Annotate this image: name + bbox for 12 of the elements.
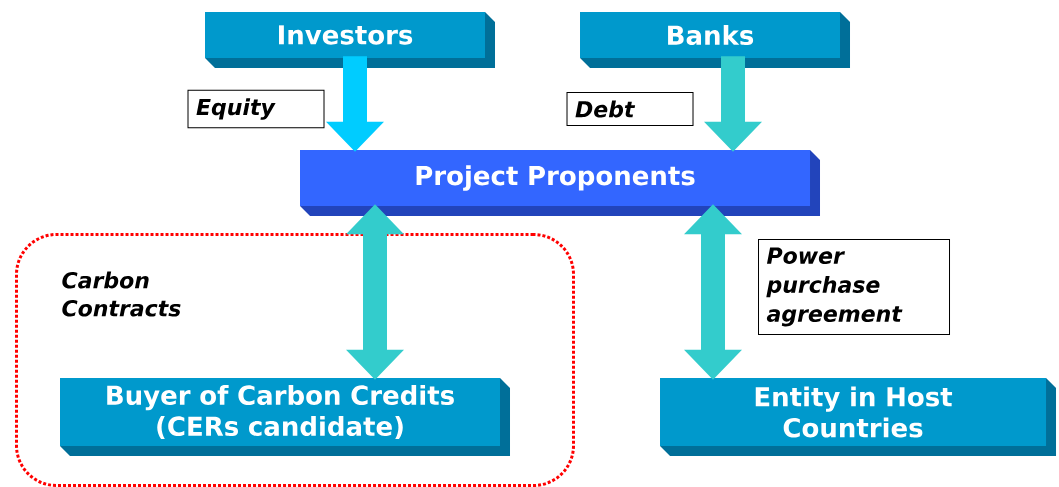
box: Project Proponents (300, 150, 820, 216)
block-arrow (684, 204, 742, 380)
box: Banks (580, 12, 850, 68)
box: Entity in Host Countries (660, 378, 1056, 456)
block-arrow (346, 204, 404, 380)
edge-label: Power purchase agreement (758, 239, 950, 335)
block-arrow (704, 56, 762, 152)
edge-label: Debt (566, 92, 694, 126)
box: Buyer of Carbon Credits (CERs candidate) (60, 378, 510, 456)
box: Investors (205, 12, 495, 68)
block-arrow (326, 56, 384, 152)
edge-label: Equity (187, 89, 325, 129)
